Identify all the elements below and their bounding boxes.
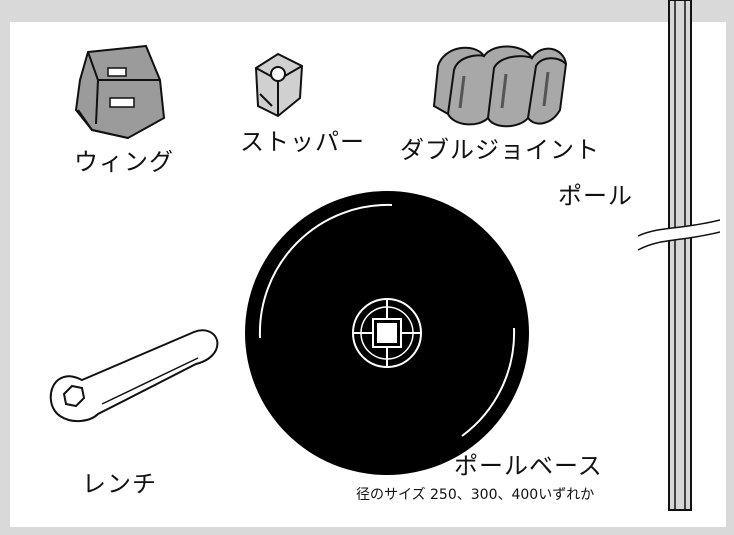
stopper-label: ストッパー	[240, 128, 365, 156]
diagram-panel: ウィング ストッパー ダブルジョイント ポール	[10, 0, 726, 527]
double-joint-illustration	[424, 36, 574, 136]
wrench-illustration	[42, 322, 222, 432]
pole-illustration	[630, 0, 720, 512]
wing-label: ウィング	[74, 148, 174, 176]
pole-base-illustration	[242, 188, 532, 478]
pole-base-size-note: 径のサイズ 250、300、400いずれか	[356, 487, 595, 503]
pole-label: ポール	[558, 182, 633, 210]
wrench-label: レンチ	[82, 470, 157, 498]
double-joint-label: ダブルジョイント	[400, 136, 600, 164]
wing-illustration	[68, 40, 178, 145]
stopper-illustration	[248, 50, 306, 122]
pole-base-label: ポールベース	[454, 452, 603, 480]
